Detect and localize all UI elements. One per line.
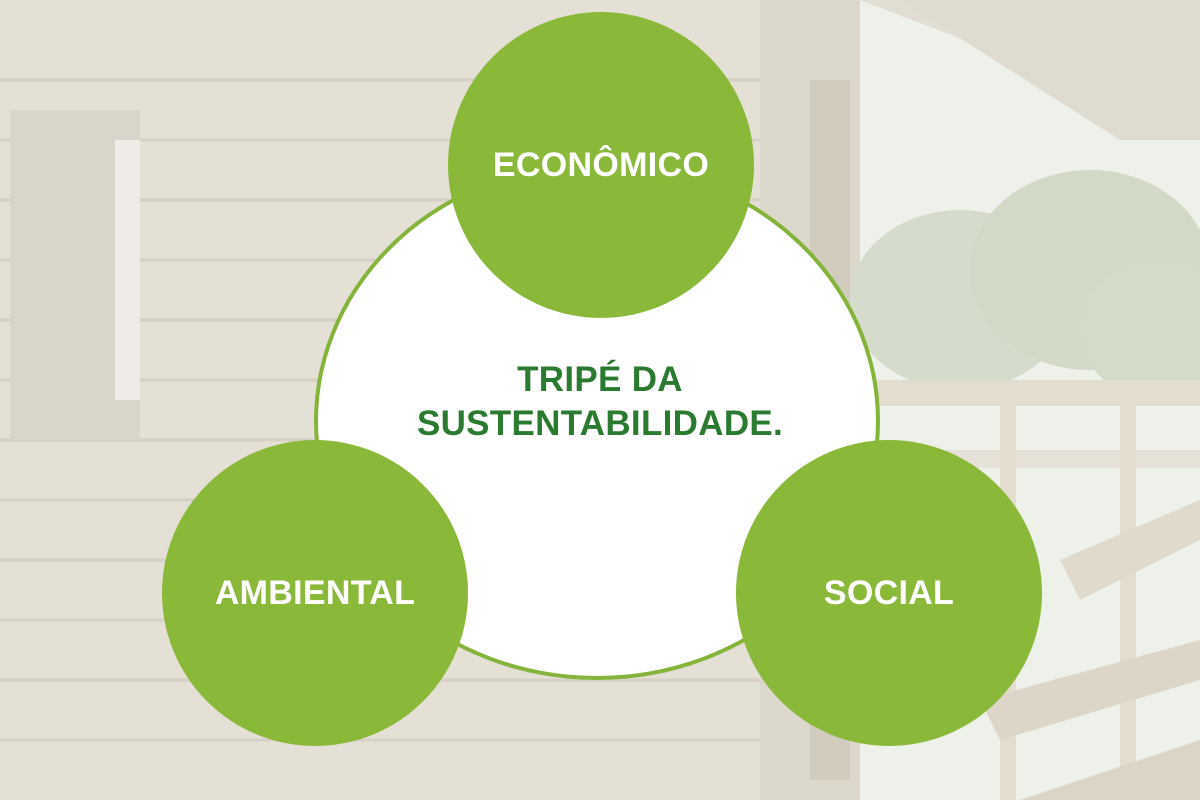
node-economico: ECONÔMICO [448, 12, 754, 318]
node-ambiental-label: AMBIENTAL [214, 573, 416, 612]
node-social-label: SOCIAL [823, 573, 955, 612]
center-title-line-1: TRIPÉ DA [517, 360, 683, 399]
center-title: TRIPÉ DA SUSTENTABILIDADE. [380, 358, 820, 446]
node-ambiental: AMBIENTAL [162, 440, 468, 746]
node-social: SOCIAL [736, 440, 1042, 746]
node-economico-label: ECONÔMICO [492, 145, 710, 184]
center-title-line-2: SUSTENTABILIDADE. [416, 404, 784, 443]
